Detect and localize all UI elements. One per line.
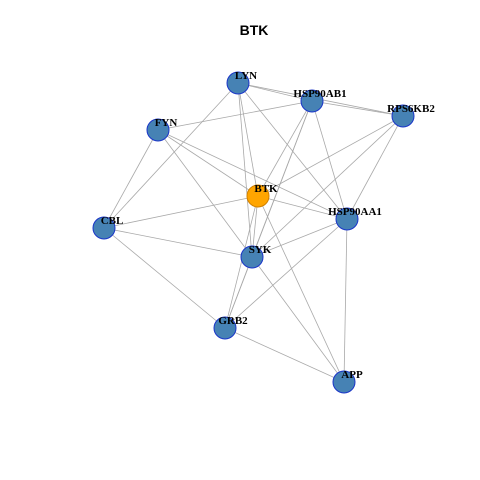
- node-label-syk: SYK: [249, 244, 272, 256]
- node-btk[interactable]: BTK: [246, 183, 278, 208]
- edge-rps6kb2-syk: [251, 115, 404, 258]
- node-label-hsp90aa1: HSP90AA1: [328, 206, 382, 218]
- node-circle-grb2[interactable]: [213, 316, 237, 340]
- node-circle-hsp90ab1[interactable]: [300, 89, 324, 113]
- node-circle-rps6kb2[interactable]: [391, 104, 415, 128]
- node-label-app: APP: [341, 369, 363, 381]
- node-circle-hsp90aa1[interactable]: [335, 207, 359, 231]
- node-fyn[interactable]: FYN: [146, 117, 178, 142]
- edge-btk-hsp90aa1: [257, 195, 348, 220]
- node-circle-cbl[interactable]: [92, 216, 116, 240]
- node-label-fyn: FYN: [155, 117, 178, 129]
- node-label-grb2: GRB2: [218, 315, 248, 327]
- node-app[interactable]: APP: [332, 369, 363, 394]
- node-circle-lyn[interactable]: [226, 71, 250, 95]
- edge-fyn-cbl: [103, 129, 159, 229]
- edge-hsp90ab1-rps6kb2: [311, 100, 404, 117]
- node-label-hsp90ab1: HSP90AB1: [293, 88, 346, 100]
- node-circle-app[interactable]: [332, 370, 356, 394]
- edge-rps6kb2-btk: [257, 115, 404, 197]
- edge-hsp90aa1-grb2: [224, 218, 348, 329]
- edge-syk-grb2: [224, 256, 253, 329]
- node-hsp90ab1[interactable]: HSP90AB1: [293, 88, 347, 113]
- edge-cbl-syk: [103, 227, 253, 258]
- edge-hsp90aa1-app: [343, 218, 348, 383]
- edge-fyn-btk: [157, 129, 259, 197]
- edge-btk-app: [257, 195, 345, 383]
- edge-btk-grb2: [224, 195, 259, 329]
- edge-lyn-cbl: [103, 82, 239, 229]
- edge-syk-hsp90aa1: [251, 218, 348, 258]
- node-label-cbl: CBL: [101, 215, 124, 227]
- node-circle-btk[interactable]: [246, 184, 270, 208]
- node-label-rps6kb2: RPS6KB2: [387, 103, 435, 115]
- edge-rps6kb2-hsp90aa1: [346, 115, 404, 220]
- node-grb2[interactable]: GRB2: [213, 315, 248, 340]
- node-syk[interactable]: SYK: [240, 244, 272, 269]
- node-label-btk: BTK: [254, 183, 278, 195]
- edge-fyn-hsp90aa1: [157, 129, 348, 220]
- diagram-title: BTK: [240, 22, 269, 38]
- node-circle-syk[interactable]: [240, 245, 264, 269]
- node-hsp90aa1[interactable]: HSP90AA1: [328, 206, 382, 231]
- node-circle-fyn[interactable]: [146, 118, 170, 142]
- node-lyn[interactable]: LYN: [226, 70, 257, 95]
- edge-syk-app: [251, 256, 345, 383]
- edge-grb2-app: [224, 327, 345, 383]
- edge-cbl-grb2: [103, 227, 226, 329]
- edge-lyn-btk: [237, 82, 259, 197]
- edge-hsp90ab1-fyn: [157, 100, 313, 131]
- node-rps6kb2[interactable]: RPS6KB2: [387, 103, 435, 128]
- edge-lyn-syk: [237, 82, 253, 258]
- edge-hsp90ab1-hsp90aa1: [311, 100, 348, 220]
- edge-hsp90ab1-btk: [257, 100, 313, 197]
- node-cbl[interactable]: CBL: [92, 215, 124, 240]
- edge-fyn-syk: [157, 129, 253, 258]
- edge-layer: [103, 82, 404, 383]
- node-label-lyn: LYN: [235, 70, 257, 82]
- edge-btk-cbl: [103, 195, 259, 229]
- edge-lyn-hsp90ab1: [237, 82, 313, 102]
